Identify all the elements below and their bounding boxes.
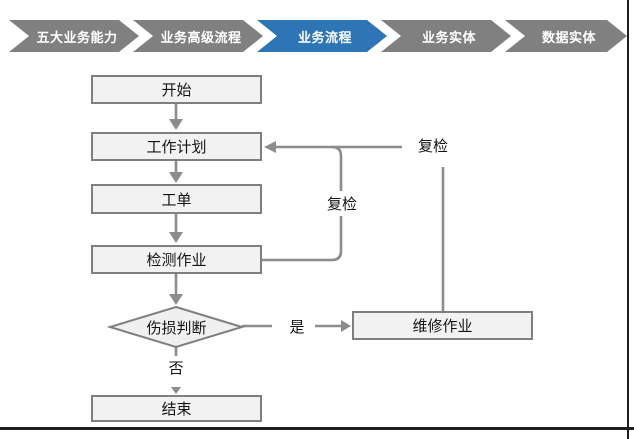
breadcrumb-step-4[interactable]: 业务实体 [381, 20, 511, 52]
arrowhead-to-inspect [169, 232, 183, 243]
arrowhead-to-end [171, 387, 181, 394]
node-end: 结束 [91, 395, 262, 422]
node-repair: 维修作业 [352, 311, 533, 340]
label-yes: 是 [279, 315, 315, 337]
node-decision: 伤损判断 [146, 319, 207, 337]
arrowhead-to-repair [341, 320, 351, 332]
breadcrumb-step-5[interactable]: 数据实体 [505, 20, 627, 52]
breadcrumb-step-2[interactable]: 业务高级流程 [133, 20, 263, 52]
node-plan: 工作计划 [91, 132, 262, 161]
arrowhead-to-decision [169, 294, 183, 305]
page-right-border [627, 0, 629, 439]
node-start: 开始 [91, 75, 262, 104]
breadcrumb-step-3-active[interactable]: 业务流程 [257, 20, 387, 52]
breadcrumb-step-1[interactable]: 五大业务能力 [9, 20, 139, 52]
label-no: 否 [158, 356, 194, 378]
decision-diamond-shape [106, 305, 246, 349]
node-inspect: 检测作业 [91, 245, 262, 274]
page-bottom-border [0, 427, 634, 430]
node-order: 工单 [91, 184, 262, 214]
arrowhead-to-order [169, 172, 183, 183]
arrowhead-recheck-to-plan [264, 141, 276, 153]
label-recheck-loop: 复检 [319, 191, 365, 216]
label-recheck-top: 复检 [408, 133, 458, 158]
arrowhead-to-plan [169, 119, 183, 130]
